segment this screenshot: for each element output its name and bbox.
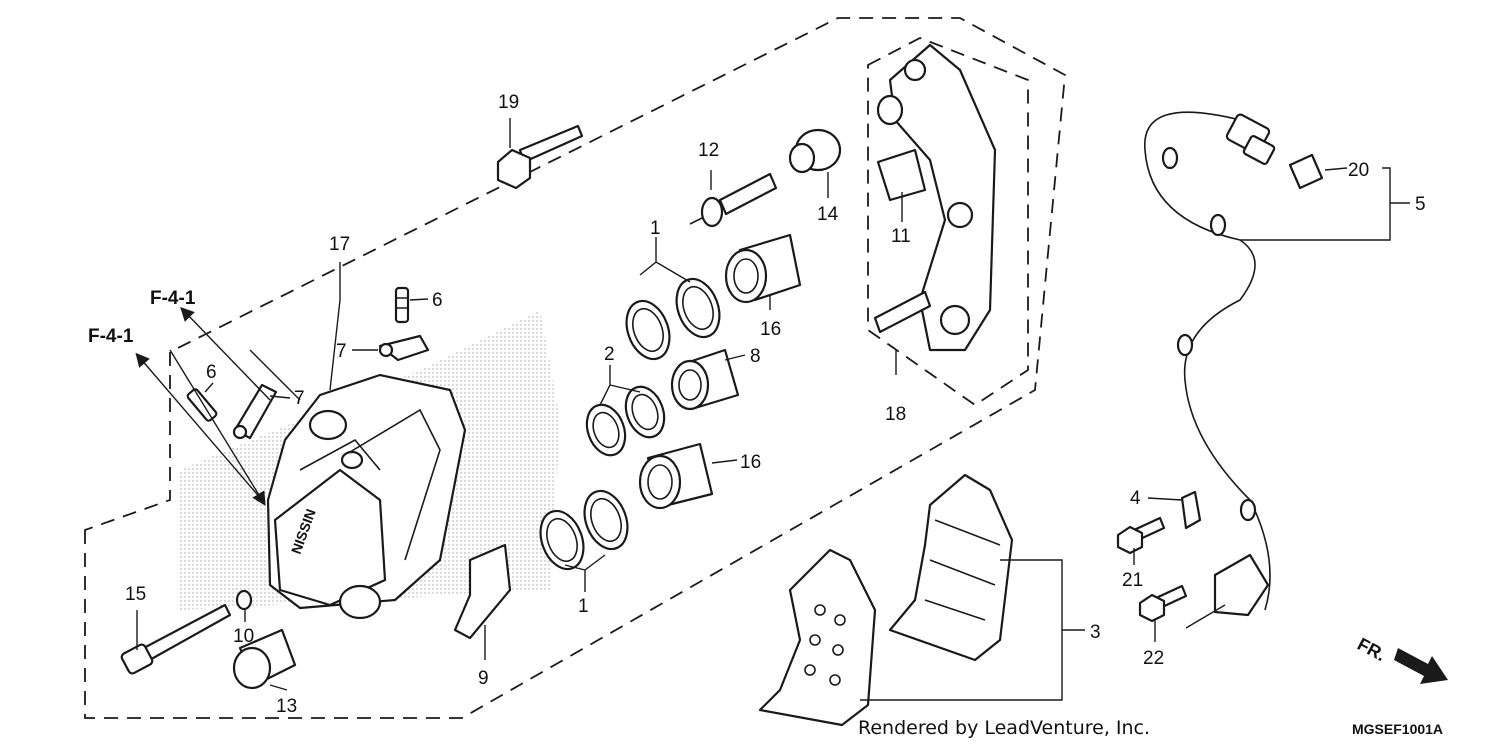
bleeder-cap-upper[interactable]	[378, 334, 430, 362]
callout-22: 22	[1143, 648, 1164, 669]
bolt-21[interactable]	[1116, 516, 1166, 555]
abs-sensor-5[interactable]	[1144, 111, 1276, 617]
pin-12[interactable]	[689, 172, 778, 228]
callout-19: 19	[498, 92, 519, 113]
leader-lines	[135, 118, 1410, 701]
diagram-code: MGSEF1001A	[1352, 721, 1443, 737]
brake-pad-rear[interactable]	[888, 473, 1014, 662]
pad-spring-clip-11[interactable]	[876, 148, 927, 202]
watermark-text: Rendered by LeadVenture, Inc.	[858, 717, 1150, 739]
caliper-assembly-boundary	[84, 17, 1066, 719]
callout-17: 17	[329, 234, 350, 255]
piston-8[interactable]	[670, 348, 740, 411]
piston-seals-middle[interactable]	[580, 381, 671, 460]
callout-8: 8	[750, 346, 761, 367]
sleeve-13[interactable]	[232, 628, 297, 690]
callout-4: 4	[1130, 488, 1141, 509]
callout-6-upper: 6	[432, 290, 443, 311]
bolt-19[interactable]	[496, 124, 584, 190]
callout-18: 18	[885, 404, 906, 425]
clip-20[interactable]	[1288, 153, 1324, 190]
callout-20: 20	[1348, 160, 1369, 181]
piston-seals-lower[interactable]	[533, 485, 635, 575]
washer-10[interactable]	[235, 589, 253, 611]
callout-7-lower: 7	[294, 388, 305, 409]
callout-3: 3	[1090, 622, 1101, 643]
bleeder-cap-lower[interactable]	[232, 383, 278, 440]
callout-16-upper: 16	[760, 319, 781, 340]
callout-9: 9	[478, 668, 489, 689]
callout-15: 15	[125, 584, 146, 605]
reference-label-top[interactable]: F-4-1	[150, 288, 196, 309]
callout-16-lower: 16	[740, 452, 761, 473]
pad-spring-9[interactable]	[453, 543, 512, 640]
reference-label-left[interactable]: F-4-1	[88, 326, 134, 347]
callout-13: 13	[276, 696, 297, 717]
brake-pad-front[interactable]	[758, 548, 877, 727]
callout-21: 21	[1122, 570, 1143, 591]
caliper-body[interactable]: NISSIN	[266, 373, 467, 620]
bleeder-screw-upper[interactable]	[394, 286, 410, 324]
callout-11: 11	[891, 226, 911, 247]
bolt-22[interactable]	[1138, 584, 1188, 623]
boot-14[interactable]	[788, 128, 842, 174]
bracket-boundary	[867, 37, 1029, 407]
caliper-bracket-18[interactable]	[873, 43, 997, 352]
callout-1-upper: 1	[650, 218, 661, 239]
callout-14: 14	[817, 204, 839, 225]
callout-6-lower: 6	[206, 362, 217, 383]
arrow-right-icon	[1394, 648, 1448, 684]
piston-seals-upper[interactable]	[619, 273, 727, 365]
callout-7-upper: 7	[336, 341, 347, 362]
stay-4[interactable]	[1180, 490, 1202, 530]
callout-10: 10	[233, 626, 254, 647]
piston-16-lower[interactable]	[638, 442, 714, 510]
callout-5: 5	[1415, 194, 1426, 215]
front-direction-indicator: FR.	[1354, 634, 1448, 684]
callout-12: 12	[698, 140, 719, 161]
front-direction-label: FR.	[1354, 634, 1389, 665]
pin-bolt-15[interactable]	[120, 603, 232, 675]
callout-1-lower: 1	[578, 596, 589, 617]
callout-2: 2	[604, 344, 615, 365]
piston-16-upper[interactable]	[724, 233, 802, 304]
